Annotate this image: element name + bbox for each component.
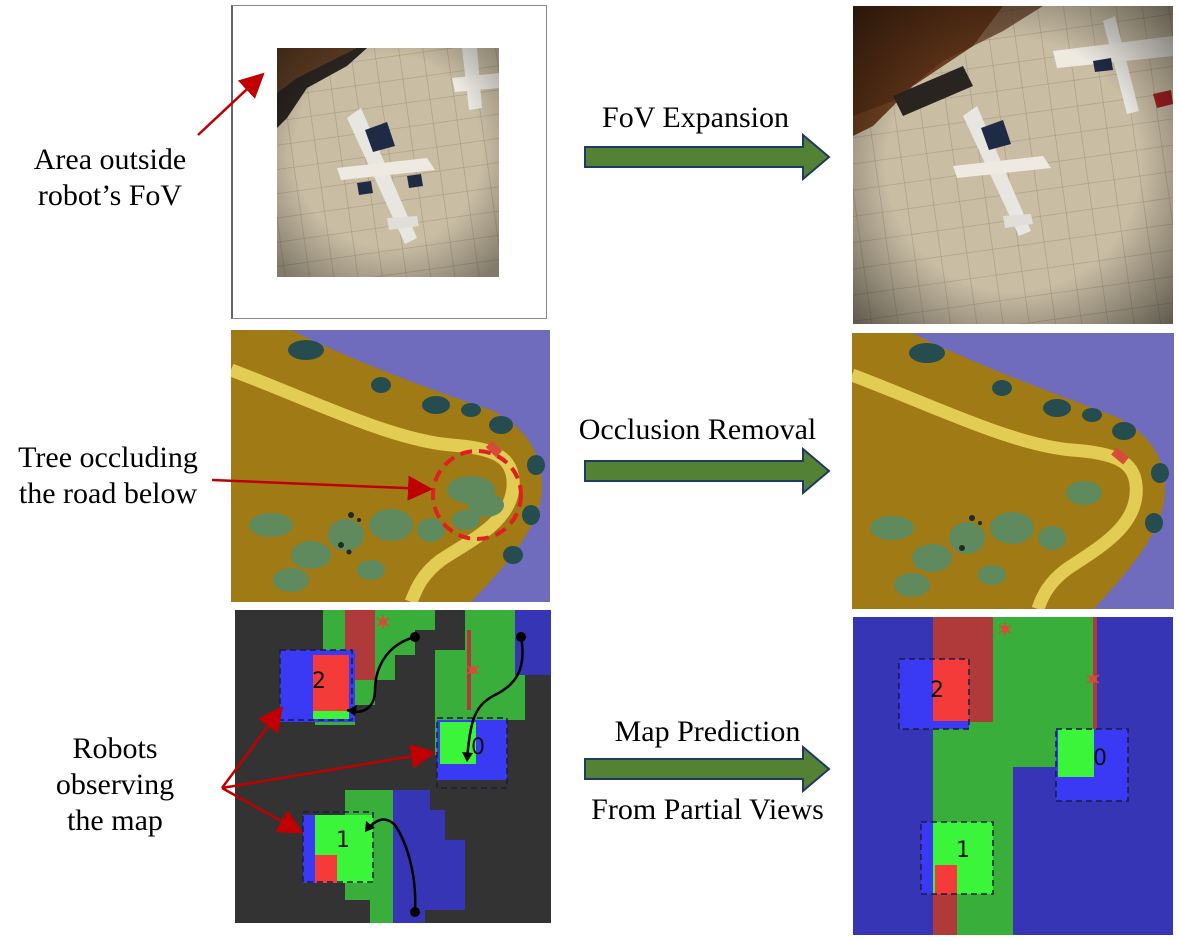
occlusion-highlight-circle xyxy=(431,449,523,541)
predicted-map-image: 2 0 1 xyxy=(853,617,1173,935)
occluded-terrain-image xyxy=(231,330,550,602)
map-prediction-label: Map Prediction From Partial Views xyxy=(591,715,824,826)
fov-annotation-arrow xyxy=(197,72,265,136)
robot-id-label: 0 xyxy=(471,735,485,760)
fov-expanded-image xyxy=(853,6,1173,324)
robot-id-label: 1 xyxy=(336,828,350,853)
robot-id-label: 2 xyxy=(930,678,944,703)
fov-area-label: Area outside robot’s FoV xyxy=(33,143,187,212)
fov-partial-image xyxy=(277,48,499,277)
occlusion-removed-image xyxy=(852,333,1174,609)
robot-id-label: 1 xyxy=(956,838,970,863)
fov-partial-panel xyxy=(231,5,547,319)
process-arrow-fov xyxy=(584,133,831,181)
partial-map-image: 2 0 1 xyxy=(235,610,551,923)
occlusion-removal-label: Occlusion Removal xyxy=(578,413,817,446)
robot2-annotation-arrow xyxy=(220,705,283,789)
tree-annotation-arrow xyxy=(211,475,433,501)
process-arrow-occlusion xyxy=(584,447,831,495)
process-arrow-map xyxy=(584,745,831,793)
fov-expansion-label: FoV Expansion xyxy=(602,101,789,134)
robots-observing-label: Robots observing the map xyxy=(55,732,175,837)
tree-occlusion-label: Tree occluding the road below xyxy=(18,441,198,510)
robot0-annotation-arrow xyxy=(221,743,436,790)
robot-id-label: 2 xyxy=(312,669,326,694)
robot1-annotation-arrow xyxy=(221,786,304,834)
robot-id-label: 0 xyxy=(1093,746,1107,771)
